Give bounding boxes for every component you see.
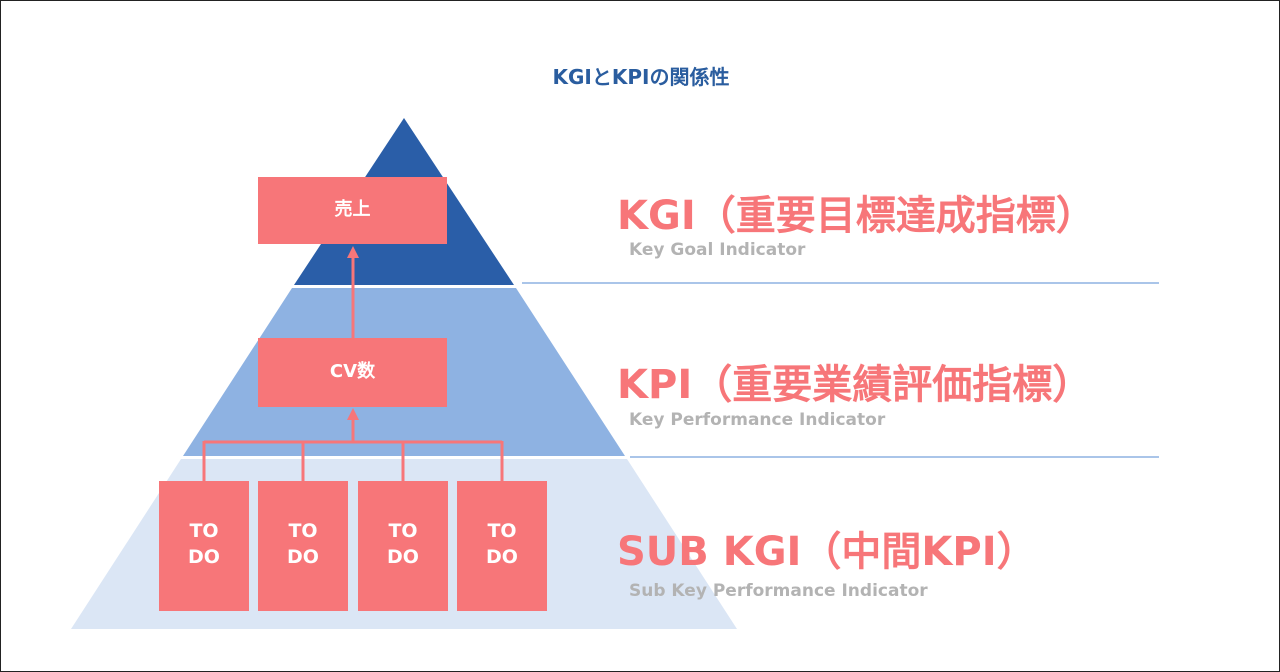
arrowhead-cv [347,408,359,420]
todo-label: TO DO [287,520,319,568]
todo-label: TO DO [486,520,518,568]
todo-label: TO DO [188,520,220,568]
box-sales [258,177,447,244]
level-subtitle-kpi: Key Performance Indicator [629,410,886,430]
level-subtitle-sub: Sub Key Performance Indicator [629,581,928,601]
box-cv-label: CV数 [329,361,376,383]
diagram-title: KGIとKPIの関係性 [552,65,730,89]
arrowhead-sales [347,246,359,258]
level-title-kgi: KGI（重要目標達成指標） [617,193,1096,239]
box-cv [258,338,447,407]
level-subtitle-kgi: Key Goal Indicator [629,240,806,260]
box-todo [457,481,547,611]
level-title-kpi: KPI（重要業績評価指標） [617,362,1093,408]
level-title-sub: SUB KGI（中間KPI） [617,529,1037,575]
box-todo [358,481,448,611]
box-sales-label: 売上 [334,199,371,221]
box-todo [159,481,249,611]
box-todo [258,481,348,611]
todo-label: TO DO [387,520,419,568]
